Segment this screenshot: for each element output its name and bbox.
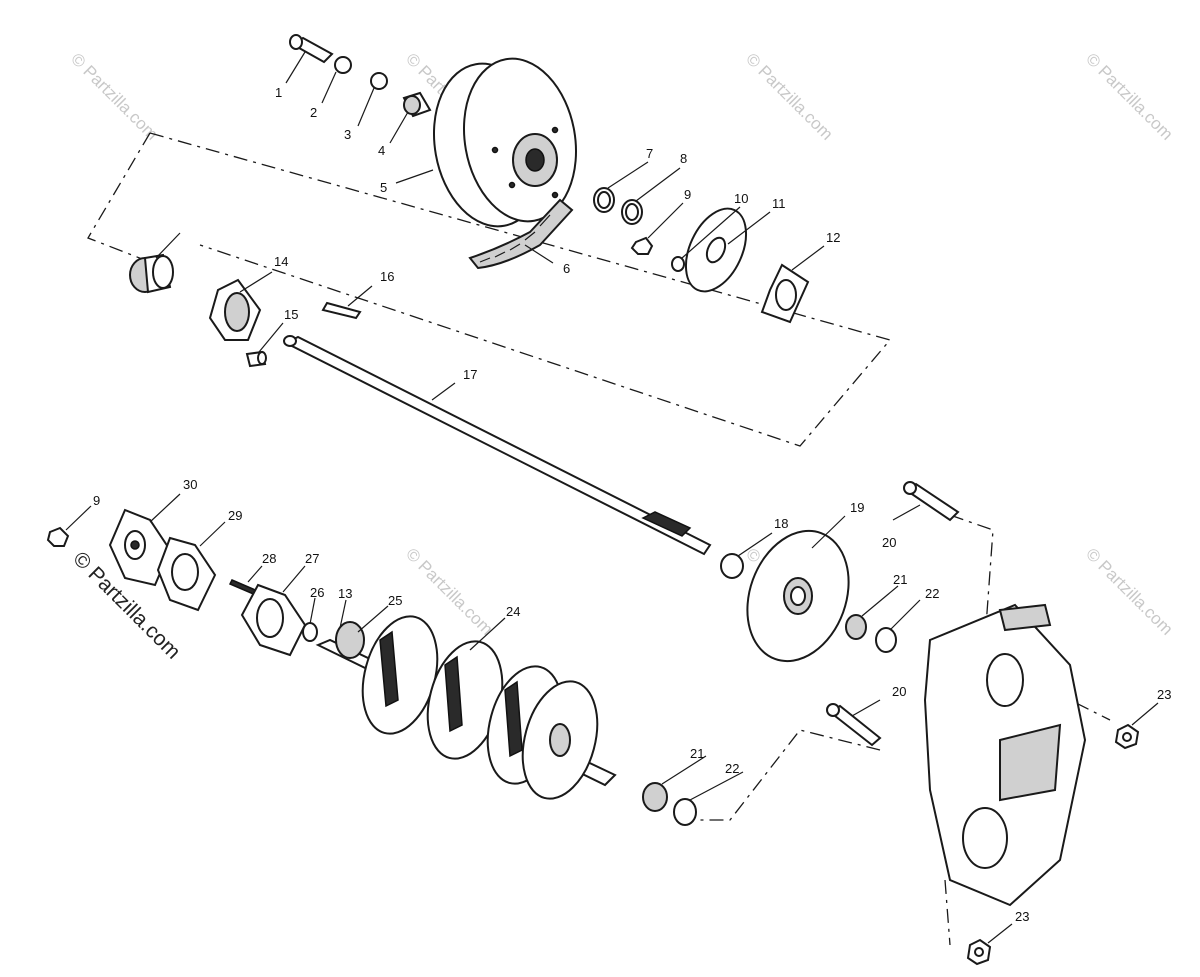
plate-11 — [684, 207, 748, 293]
bearing-21-lower — [642, 782, 668, 812]
callout-4: 4 — [378, 143, 385, 158]
callout-13: 13 — [338, 586, 352, 601]
seal-8 — [621, 199, 643, 225]
callout-20-upper: 20 — [882, 535, 896, 550]
callout-8: 8 — [680, 151, 687, 166]
bearing-21-upper — [845, 614, 867, 640]
callout-23-lower: 23 — [1015, 909, 1029, 924]
callout-29: 29 — [228, 508, 242, 523]
callout-27: 27 — [305, 551, 319, 566]
flange-27 — [240, 583, 307, 657]
flange-12 — [760, 263, 810, 324]
callout-21-lower: 21 — [690, 746, 704, 761]
bushing-26 — [302, 622, 318, 642]
shaft-17 — [283, 335, 712, 556]
washer-2 — [334, 56, 352, 74]
callout-22-upper: 22 — [925, 586, 939, 601]
chaincase — [923, 603, 1087, 907]
callout-24: 24 — [506, 604, 520, 619]
callout-26: 26 — [310, 585, 324, 600]
callout-22-lower: 22 — [725, 761, 739, 776]
callout-12: 12 — [826, 230, 840, 245]
watermark: © Partzilla.com — [1082, 544, 1176, 638]
oring-22-lower — [673, 798, 697, 826]
oring-22-upper — [875, 627, 897, 653]
callout-11: 11 — [772, 196, 786, 211]
callout-14: 14 — [274, 254, 288, 269]
watermark: © Partzilla.com — [1082, 49, 1176, 143]
callout-25: 25 — [388, 593, 402, 608]
callout-9-lower: 9 — [93, 493, 100, 508]
callout-6: 6 — [563, 261, 570, 276]
nut-9 — [630, 236, 654, 255]
bearing-14-left — [129, 253, 174, 294]
callout-18: 18 — [774, 516, 788, 531]
nut-9-lower — [46, 526, 70, 547]
key-16 — [321, 301, 362, 320]
watermark: © Partzilla.com — [67, 49, 161, 143]
washer-10 — [671, 256, 685, 272]
callout-17: 17 — [463, 367, 477, 382]
nut-23-upper — [1114, 723, 1140, 750]
bolt-1 — [289, 34, 334, 64]
sprocket-5 — [432, 57, 578, 228]
callout-19: 19 — [850, 500, 864, 515]
chain-6 — [468, 198, 574, 270]
callout-16: 16 — [380, 269, 394, 284]
callout-1: 1 — [275, 85, 282, 100]
callout-10: 10 — [734, 191, 748, 206]
nut-23-lower — [966, 938, 992, 966]
callout-15: 15 — [284, 307, 298, 322]
bolt-20-upper — [903, 481, 960, 522]
callout-21-upper: 21 — [893, 572, 907, 587]
callout-9: 9 — [684, 187, 691, 202]
callout-5: 5 — [380, 180, 387, 195]
gasket-29 — [156, 536, 217, 612]
callout-30: 30 — [183, 477, 197, 492]
spacer-4 — [402, 91, 432, 118]
callout-28: 28 — [262, 551, 276, 566]
watermarks: © Partzilla.com © Partzilla.com © Partzi… — [67, 49, 1176, 663]
seal-7 — [593, 187, 615, 213]
bolt-15 — [245, 350, 267, 368]
drivers-24 — [361, 615, 599, 800]
leader-lines — [65, 51, 1159, 944]
watermark: © Partzilla.com — [742, 49, 836, 143]
washer-3 — [370, 72, 388, 90]
bolt-20-lower — [826, 703, 882, 747]
disc-19 — [746, 529, 850, 663]
ring-18 — [720, 553, 744, 579]
callout-20-lower: 20 — [892, 684, 906, 699]
callout-7: 7 — [646, 146, 653, 161]
callout-3: 3 — [344, 127, 351, 142]
callout-23-upper: 23 — [1157, 687, 1171, 702]
callout-2: 2 — [310, 105, 317, 120]
flange-14 — [208, 278, 262, 341]
flange-30 — [108, 508, 172, 587]
callout-numbers: 1 2 3 4 5 6 7 8 9 10 11 12 14 15 16 17 1… — [93, 85, 1171, 924]
